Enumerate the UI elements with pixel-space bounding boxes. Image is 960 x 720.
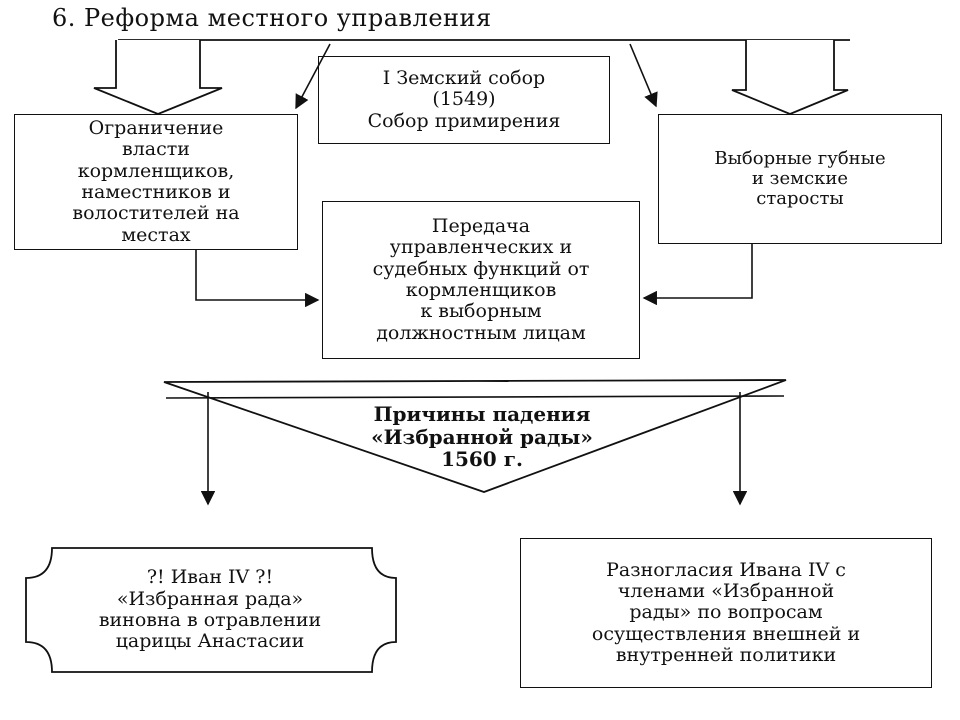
- limitation-box: Ограничение власти кормленщиков, наместн…: [14, 114, 298, 250]
- box-line: к выборным: [420, 300, 542, 323]
- zemsky-sobor-box: I Земский собор (1549) Собор примирения: [318, 56, 610, 144]
- arrow-to-elders: [629, 43, 658, 108]
- box-line: управленческих и: [389, 236, 573, 259]
- box-line: I Земский собор: [382, 67, 546, 90]
- box-line: (1549): [432, 88, 496, 111]
- arrow-limitation-to-transfer: [195, 250, 320, 308]
- ivan-box-frame: [25, 547, 397, 673]
- box-line: волостителей на: [72, 202, 240, 225]
- box-line: Причины падения: [373, 402, 591, 427]
- box-line: должностным лицам: [376, 321, 586, 344]
- box-line: внутренней политики: [615, 643, 837, 666]
- box-line: ?! Иван IV ?!: [146, 566, 274, 589]
- box-line: наместников и: [81, 181, 231, 203]
- box-line: виновна в отравлении: [98, 609, 322, 631]
- box-line: Ограничение: [88, 117, 224, 140]
- block-arrow-left: [93, 40, 223, 115]
- box-line: рады» по вопросам: [629, 601, 823, 624]
- ivan-poisoning-box: ?! Иван IV ?! «Избранная рада» виновна в…: [24, 548, 396, 672]
- box-line: Выборные губные: [714, 147, 886, 169]
- box-line: Собор примирения: [367, 109, 561, 132]
- arrow-to-limitation: [295, 43, 331, 110]
- box-line: кормленщиков: [405, 279, 557, 301]
- box-line: местах: [121, 223, 191, 246]
- box-line: власти: [122, 138, 190, 161]
- box-line: Разногласия Ивана IV с: [606, 558, 846, 581]
- box-line: членами «Избранной: [617, 580, 835, 603]
- box-line: осуществления внешней и: [591, 622, 861, 645]
- box-line: старосты: [756, 188, 844, 210]
- fall-causes-label: Причины падения «Избранной рады» 1560 г.: [292, 394, 672, 480]
- box-line: «Избранной рады»: [371, 424, 593, 449]
- box-line: царицы Анастасии: [115, 630, 305, 653]
- box-line: и земские: [751, 167, 849, 189]
- triangle-inner-line: [165, 395, 785, 399]
- box-line: Передача: [431, 215, 531, 238]
- elders-box: Выборные губные и земские старосты: [658, 114, 942, 244]
- block-arrow-right: [731, 40, 849, 115]
- box-line: судебных функций от: [372, 257, 590, 280]
- page-title: 6. Реформа местного управления: [52, 4, 492, 32]
- transfer-box: Передача управленческих и судебных функц…: [322, 201, 640, 359]
- fall-causes-triangle: [163, 379, 787, 493]
- arrow-elders-to-transfer: [642, 244, 753, 306]
- box-line: кормленщиков,: [77, 159, 235, 182]
- box-line: «Избранная рада»: [116, 587, 304, 610]
- box-line: 1560 г.: [441, 447, 523, 472]
- disagreements-box: Разногласия Ивана IV с членами «Избранно…: [520, 538, 932, 688]
